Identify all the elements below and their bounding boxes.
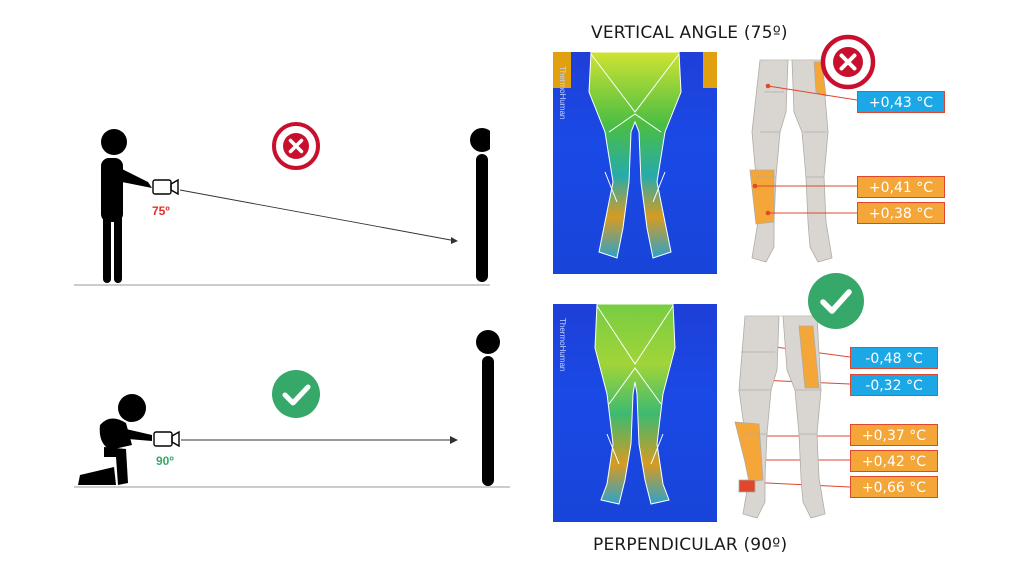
reading-badge: -0,48 °C (850, 347, 938, 369)
reading-badge: +0,41 °C (857, 176, 945, 198)
reading-badge: -0,32 °C (850, 374, 938, 396)
reading-badge: +0,37 °C (850, 424, 938, 446)
reading-badge: +0,38 °C (857, 202, 945, 224)
check-icon (806, 271, 866, 331)
reading-badge: +0,66 °C (850, 476, 938, 498)
reading-badge: +0,42 °C (850, 450, 938, 472)
reading-badge: +0,43 °C (857, 91, 945, 113)
body-diagram-bottom (725, 312, 845, 526)
